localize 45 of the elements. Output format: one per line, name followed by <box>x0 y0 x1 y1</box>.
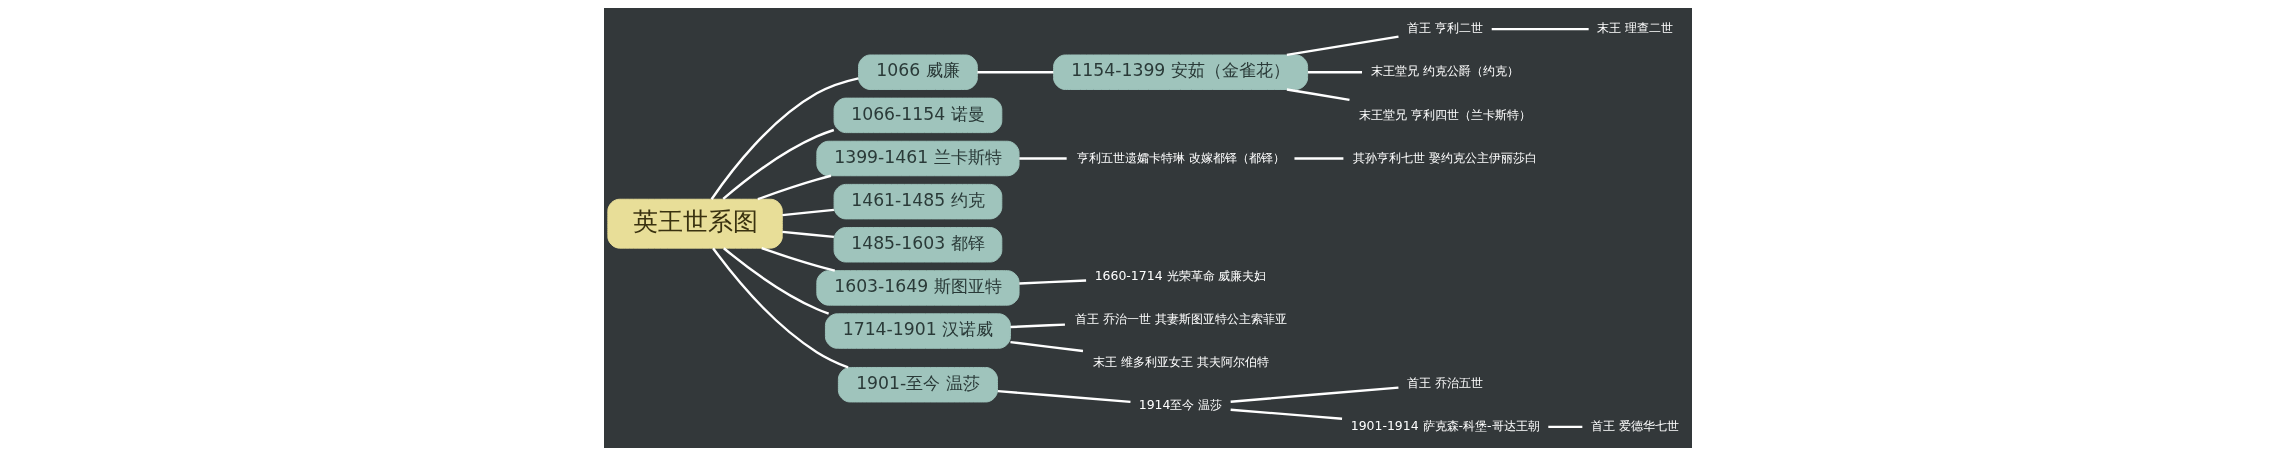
node-text: 首王 亨利二世 <box>1407 20 1484 36</box>
node-text: 首王 乔治一世 其妻斯图亚特公主索菲亚 <box>1074 310 1287 326</box>
connector <box>710 77 859 200</box>
connector <box>723 247 830 315</box>
node-text: 末王堂兄 约克公爵（约克） <box>1371 63 1520 79</box>
connector <box>1491 27 1589 31</box>
node-box: 1399-1461 兰卡斯特 <box>816 140 1020 177</box>
connector <box>1019 279 1087 285</box>
connector <box>761 247 836 272</box>
connector <box>722 128 835 200</box>
node-box: 1066 威廉 <box>858 54 978 90</box>
connector <box>757 174 832 201</box>
node-text: 首王 乔治五世 <box>1407 375 1484 391</box>
node-box: 英王世系图 <box>607 198 783 249</box>
connector <box>1548 425 1583 429</box>
connector <box>977 71 1054 74</box>
node-box: 1603-1649 斯图亚特 <box>816 270 1020 306</box>
node-text: 其孙亨利七世 娶约克公主伊丽莎白 <box>1353 149 1538 165</box>
node-box: 1901-至今 温莎 <box>837 367 998 403</box>
node-box: 1066-1154 诺曼 <box>833 97 1003 134</box>
connector <box>782 208 835 217</box>
connector <box>1286 35 1399 57</box>
connector <box>997 389 1131 404</box>
node-text: 1901-1914 萨克森-科堡-哥达王朝 <box>1350 418 1540 434</box>
connector <box>1010 323 1065 329</box>
connector <box>1294 157 1344 160</box>
node-box: 1154-1399 安茹（金雀花） <box>1053 54 1309 90</box>
connector <box>1286 88 1350 101</box>
node-text: 首王 爱德华七世 <box>1591 418 1680 434</box>
node-box: 1485-1603 都铎 <box>833 227 1003 263</box>
connector <box>1307 71 1362 74</box>
connector <box>1010 340 1084 353</box>
connector <box>1230 408 1343 420</box>
node-box: 1714-1901 汉诺威 <box>824 313 1011 349</box>
node-text: 末王堂兄 亨利四世（兰卡斯特） <box>1359 106 1532 122</box>
node-text: 末王 维多利亚女王 其夫阿尔伯特 <box>1092 353 1269 369</box>
connector <box>1230 386 1399 403</box>
connector <box>782 230 835 239</box>
node-box: 1461-1485 约克 <box>833 183 1003 220</box>
node-text: 亨利五世遗孀卡特琳 改嫁都铎（都铎） <box>1076 149 1285 165</box>
node-text: 1660-1714 光荣革命 威廉夫妇 <box>1094 267 1267 283</box>
connector <box>1019 157 1067 160</box>
node-text: 1914至今 温莎 <box>1138 397 1223 413</box>
node-text: 末王 理查二世 <box>1597 20 1674 36</box>
connector <box>712 247 849 369</box>
